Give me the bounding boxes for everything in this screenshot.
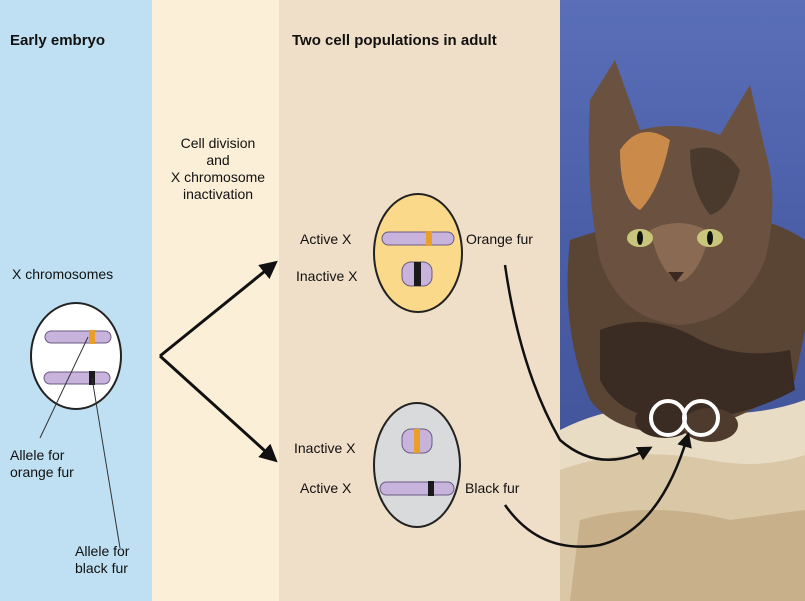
caption-line-1: Cell division (168, 135, 268, 152)
inactive-x-bottom-label: Inactive X (294, 440, 355, 457)
allele-black-label: Allele for black fur (75, 543, 129, 577)
cell-division-caption: Cell division and X chromosome inactivat… (168, 135, 268, 203)
embryo-cell (31, 303, 121, 409)
early-embryo-heading: Early embryo (10, 32, 105, 49)
allele-black-line-2: black fur (75, 560, 129, 577)
orange-cell (374, 194, 462, 312)
black-fur-arrow (505, 435, 688, 547)
allele-orange-line-2: orange fur (10, 464, 74, 481)
x-chromosome-orange (45, 330, 111, 344)
orange-fur-label: Orange fur (466, 231, 533, 248)
black-cell (374, 403, 460, 527)
black-fur-label: Black fur (465, 480, 519, 497)
x-chromosomes-label: X chromosomes (12, 266, 113, 283)
active-x-chromosome-bottom (380, 481, 454, 496)
inactive-x-chromosome-bottom (402, 429, 432, 453)
x-chromosome-black (44, 371, 110, 385)
active-x-chromosome (382, 231, 454, 246)
orange-fur-arrow (505, 265, 650, 460)
caption-line-3: X chromosome (168, 169, 268, 186)
caption-line-4: inactivation (168, 186, 268, 203)
active-x-top-label: Active X (300, 231, 351, 248)
allele-orange-line-1: Allele for (10, 447, 74, 464)
two-populations-heading: Two cell populations in adult (292, 32, 497, 49)
allele-black-line-1: Allele for (75, 543, 129, 560)
caption-line-2: and (168, 152, 268, 169)
inactive-x-chromosome (402, 262, 432, 286)
division-arrows (160, 263, 275, 460)
pointer-black-allele (92, 378, 120, 548)
paw-circle-orange (651, 401, 685, 435)
paw-circle-black (684, 401, 718, 435)
inactive-x-top-label: Inactive X (296, 268, 357, 285)
active-x-bottom-label: Active X (300, 480, 351, 497)
allele-orange-label: Allele for orange fur (10, 447, 74, 481)
